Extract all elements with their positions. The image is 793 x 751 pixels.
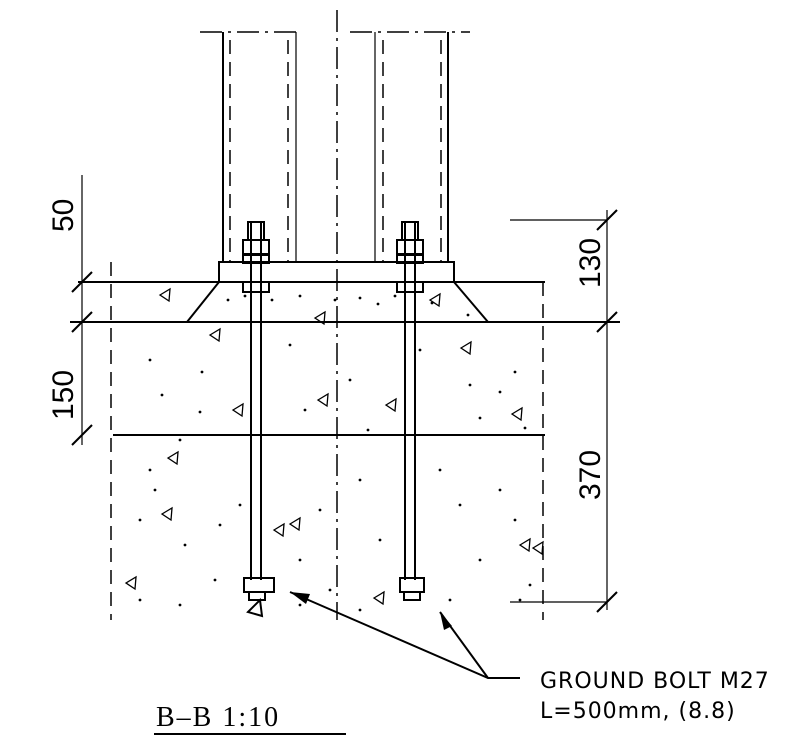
dim-130: 130 [574, 238, 607, 288]
aggregate-dot [238, 503, 242, 507]
aggregate-triangle [288, 516, 301, 532]
aggregate-triangle [459, 340, 472, 356]
aggregate-dot [318, 508, 322, 512]
aggregate-dot [298, 603, 302, 607]
section-title: B–B 1:10 [156, 702, 280, 733]
dimension-left: 50 150 [47, 175, 93, 446]
aggregate-triangle [231, 402, 244, 418]
aggregate-dot [376, 302, 380, 306]
aggregate-dot [183, 543, 187, 547]
aggregate-dot [393, 294, 397, 298]
bolt-note-line1: GROUND BOLT M27 [540, 669, 770, 694]
dimension-right: 130 370 [510, 209, 618, 613]
aggregate-triangle [158, 287, 171, 303]
aggregate-dot [366, 428, 370, 432]
aggregate-dot [153, 488, 157, 492]
aggregate-dot [288, 343, 292, 347]
concrete-level-lines [70, 262, 620, 620]
aggregate-dot [458, 503, 462, 507]
aggregate-dot [418, 348, 422, 352]
aggregate-dot [298, 294, 302, 298]
aggregate-dot [218, 523, 222, 527]
aggregate-triangle [124, 575, 137, 591]
aggregate-dot [358, 608, 362, 612]
aggregate-triangle [372, 590, 385, 606]
aggregate-dot [358, 478, 362, 482]
aggregate-triangle [510, 406, 523, 422]
aggregate-dot [523, 426, 527, 430]
aggregate-dot [448, 598, 452, 602]
aggregate-dot [200, 370, 204, 374]
bolt-leader [289, 591, 520, 679]
aggregate-triangle [160, 506, 173, 522]
aggregate-dot [226, 298, 230, 302]
aggregate-dot [138, 518, 142, 522]
aggregate-dot [213, 578, 217, 582]
aggregate-dot [303, 408, 307, 412]
aggregate-dot [270, 298, 274, 302]
aggregate-triangle [313, 310, 326, 326]
aggregate-dot [498, 488, 502, 492]
grout-bed [186, 281, 489, 323]
anchor-bolt-left [242, 221, 275, 618]
aggregate-dot [478, 416, 482, 420]
aggregate-dot [148, 468, 152, 472]
aggregate-dot [160, 393, 164, 397]
aggregate-dot [138, 598, 142, 602]
dim-150: 150 [47, 370, 80, 420]
aggregate-triangle [518, 537, 531, 553]
aggregate-triangle [166, 450, 179, 466]
aggregate-dot [513, 518, 517, 522]
aggregate-dot [518, 598, 522, 602]
aggregate-dot [333, 298, 337, 302]
aggregate-dot [438, 468, 442, 472]
aggregate-dot [348, 378, 352, 382]
aggregate-triangle [272, 522, 285, 538]
steel-column [200, 31, 470, 262]
aggregate-dot [478, 558, 482, 562]
aggregate-dot [513, 370, 517, 374]
aggregate-dot [378, 538, 382, 542]
aggregate-dot [468, 383, 472, 387]
aggregate-triangle [531, 540, 544, 556]
concrete-aggregate [124, 287, 544, 612]
aggregate-dot [178, 438, 182, 442]
aggregate-dot [466, 313, 470, 317]
aggregate-triangle [384, 397, 397, 413]
aggregate-dot [298, 558, 302, 562]
aggregate-triangle [208, 327, 221, 343]
aggregate-dot [498, 390, 502, 394]
aggregate-dot [243, 294, 247, 298]
aggregate-dot [358, 296, 362, 300]
aggregate-dot [198, 410, 202, 414]
aggregate-triangle [428, 292, 441, 308]
dim-370: 370 [574, 450, 607, 500]
aggregate-dot [148, 358, 152, 362]
dim-50: 50 [47, 199, 80, 232]
aggregate-dot [528, 583, 532, 587]
anchor-bolt-right [396, 221, 425, 601]
aggregate-dot [328, 588, 332, 592]
aggregate-dot [178, 603, 182, 607]
aggregate-triangle [316, 392, 329, 408]
aggregate-dot [430, 301, 434, 305]
bolt-note-line2: L=500mm, (8.8) [540, 699, 736, 724]
